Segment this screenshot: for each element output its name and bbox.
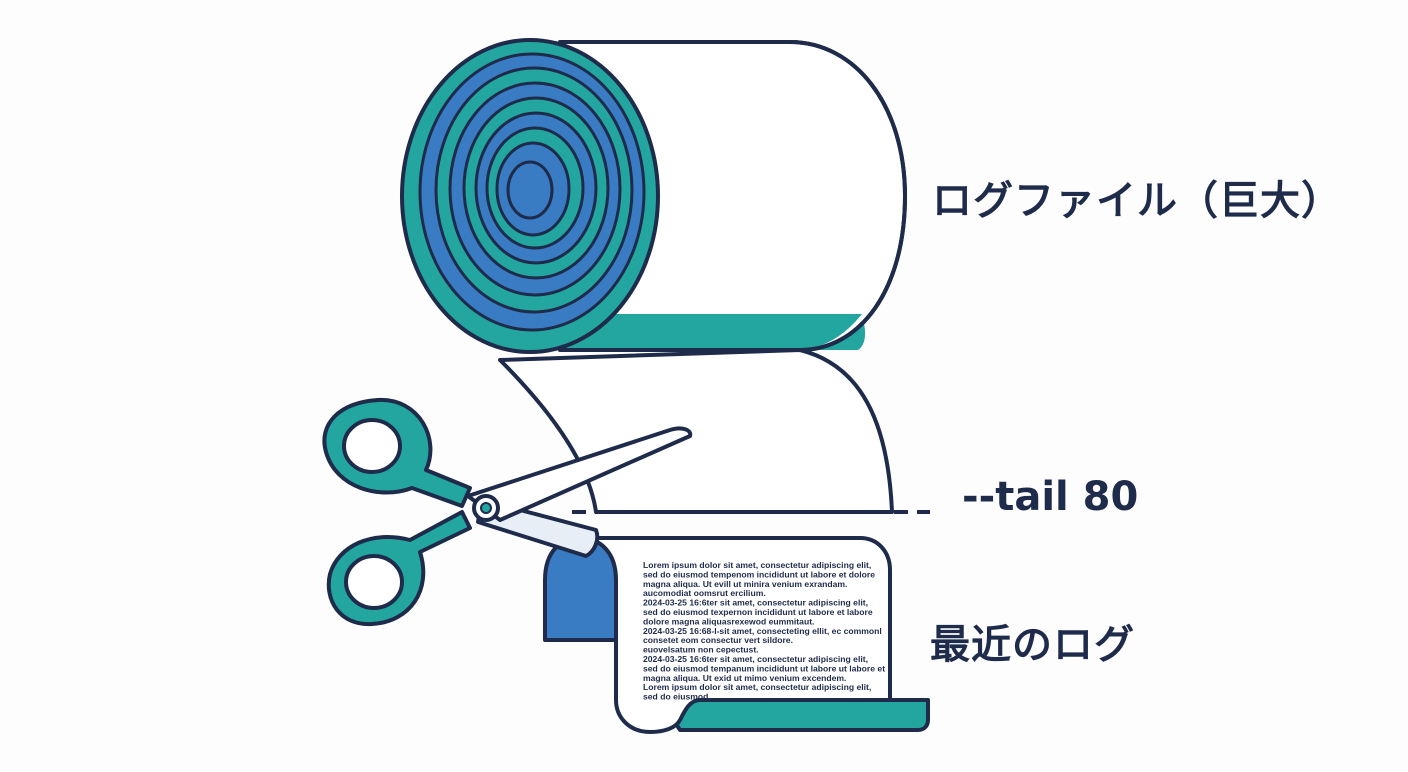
- log-line: magna aliqua. Ut evill ut minira venium …: [643, 579, 847, 589]
- log-lines: Lorem ipsum dolor sit amet, consectetur …: [643, 560, 885, 702]
- log-snippet-icon: Lorem ipsum dolor sit amet, consectetur …: [543, 536, 930, 734]
- paper-roll-icon: [400, 38, 908, 514]
- scissors-blade-upper: [466, 426, 693, 522]
- log-line: sed do eiusmod texpernon incididunt ut l…: [643, 607, 873, 617]
- log-line: consetet eom consectur vert sildore.: [643, 635, 793, 645]
- log-line: 2024-03-25 16:6ter sit amet, consectetur…: [643, 598, 868, 608]
- log-line: sed do eiusmod tempenom incididunt ut la…: [643, 569, 875, 579]
- log-line: Lorem ipsum dolor sit amet, consectetur …: [643, 682, 871, 692]
- log-line: sed do eiusmod tempanum incididunt ut la…: [643, 663, 885, 673]
- large-log-file-label: ログファイル（巨大）: [932, 178, 1342, 224]
- recent-logs-label: 最近のログ: [930, 622, 1135, 668]
- log-line: 2024-03-25 16:6ter sit amet, consectetur…: [643, 654, 868, 664]
- log-line: aucomodiat oomsrut ercilium.: [643, 588, 766, 598]
- log-line: Lorem ipsum dolor sit amet, consectetur …: [643, 560, 871, 570]
- log-line: 2024-03-25 16:68-l-sit amet, consectetin…: [643, 626, 882, 636]
- snippet-paper: [578, 536, 892, 734]
- roll-spiral: [400, 38, 660, 354]
- roll-bottom-stripe: [560, 314, 862, 350]
- log-line: magna aliqua. Ut exid ut mimo venium exc…: [643, 673, 846, 683]
- snippet-fold: [658, 698, 930, 732]
- scissors-icon: [322, 397, 693, 627]
- log-line: dolore magna aliquasrexewod eummitaut.: [643, 616, 814, 626]
- log-line: euovelsatum non cepectust.: [643, 645, 759, 655]
- log-line: sed do eiusmod: [643, 692, 708, 702]
- tail-option-label: --tail 80: [962, 474, 1139, 520]
